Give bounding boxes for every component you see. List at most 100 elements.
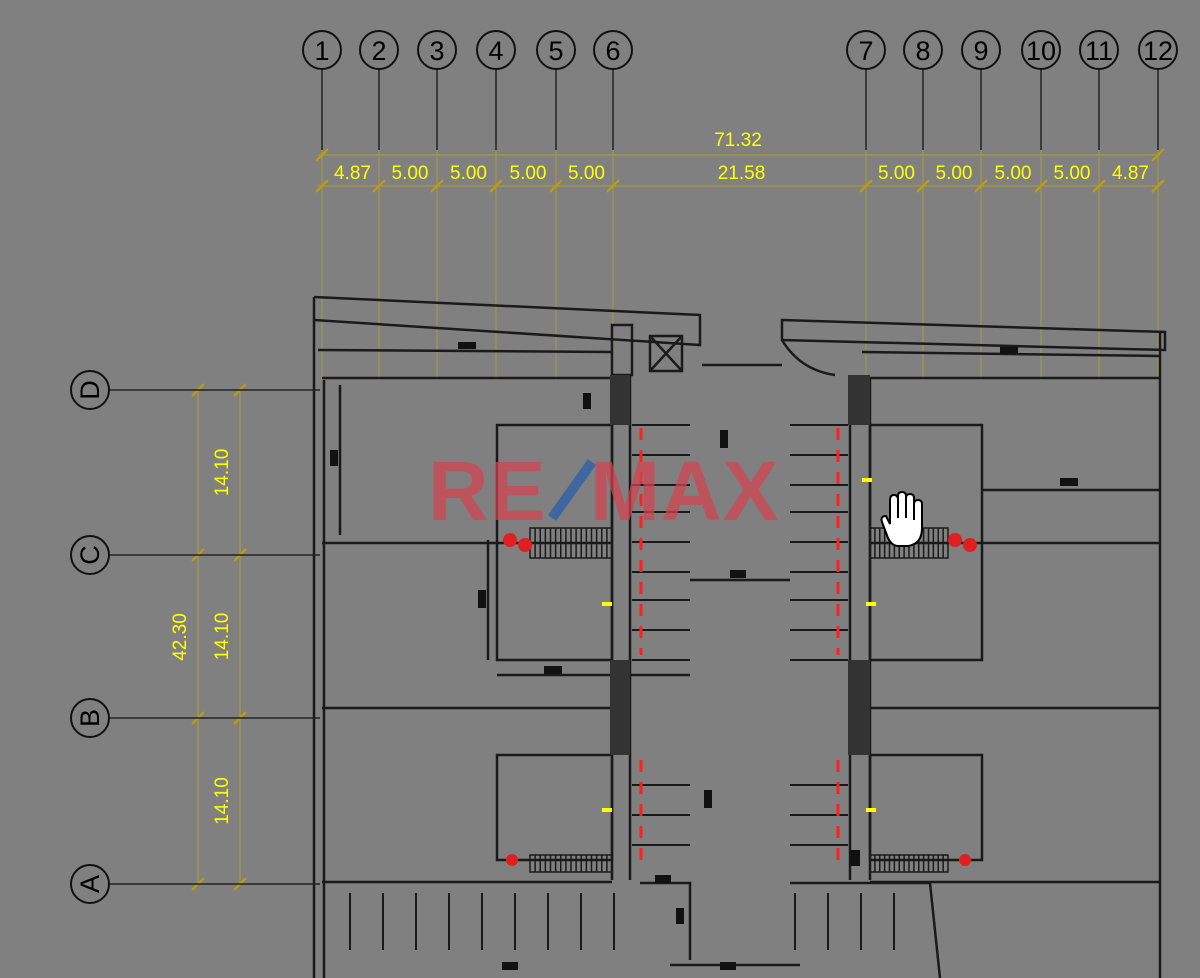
stair-right-lower xyxy=(869,854,949,873)
column-axis-bubble-9: 9 xyxy=(961,30,1001,70)
row-axis-label: D xyxy=(75,380,105,400)
parking-markers-red xyxy=(639,428,840,868)
stair-left-upper xyxy=(529,527,613,559)
column-axis-label: 3 xyxy=(429,36,444,66)
tag xyxy=(1000,347,1018,354)
side-span-dimension: 14.10 xyxy=(212,449,233,497)
column-axis-label: 6 xyxy=(605,36,620,66)
dim-tick xyxy=(1151,148,1165,162)
roof-left xyxy=(313,295,702,347)
column-axis-label: 8 xyxy=(915,36,930,66)
top-span-dimension: 5.00 xyxy=(878,163,915,184)
hatch-right-mid xyxy=(848,660,870,755)
top-span-dimension: 5.00 xyxy=(936,163,973,184)
hatch-left-mid xyxy=(610,660,630,755)
tag xyxy=(544,666,562,674)
column-axis-label: 9 xyxy=(973,36,988,66)
equipment-tags xyxy=(330,342,1078,970)
tag xyxy=(502,962,518,970)
column-grid-lines xyxy=(321,70,1159,150)
yellow-marker xyxy=(866,808,876,812)
column-axis-bubble-10: 10 xyxy=(1021,30,1061,70)
column-axis-label: 10 xyxy=(1026,36,1056,66)
row-axis-bubble-A: A xyxy=(70,864,110,904)
row-axis-label: C xyxy=(75,545,105,565)
fire-equipment-symbols xyxy=(503,478,977,866)
tag xyxy=(704,790,712,808)
row-axis-bubble-B: B xyxy=(70,698,110,738)
dim-tick xyxy=(859,179,873,193)
side-total-dimension: 42.30 xyxy=(170,613,191,661)
dim-tick xyxy=(489,179,503,193)
dim-tick xyxy=(372,179,386,193)
tag xyxy=(458,342,476,349)
dimension-lines xyxy=(197,154,1160,885)
column-axis-bubble-7: 7 xyxy=(846,30,886,70)
side-span-dimension: 14.10 xyxy=(212,777,233,825)
fire-symbol xyxy=(506,854,518,866)
dim-tick xyxy=(315,148,329,162)
column-axis-bubble-5: 5 xyxy=(536,30,576,70)
tag xyxy=(730,570,746,578)
column-axis-label: 5 xyxy=(548,36,563,66)
column-axis-label: 7 xyxy=(858,36,873,66)
watermark-slash xyxy=(547,459,597,521)
tag xyxy=(330,450,338,466)
column-axis-bubble-4: 4 xyxy=(476,30,516,70)
top-span-dimension: 5.00 xyxy=(568,163,605,184)
room-right-lower xyxy=(868,753,984,862)
dim-tick xyxy=(1092,179,1106,193)
hatch-right-top xyxy=(848,375,870,425)
tag xyxy=(478,590,486,608)
fire-symbol xyxy=(959,854,971,866)
dim-tick xyxy=(916,179,930,193)
elevator-shaft xyxy=(648,334,684,373)
room-left-lower xyxy=(495,753,614,862)
fire-symbol xyxy=(963,538,977,552)
tag xyxy=(583,393,591,409)
watermark-left: RE xyxy=(428,444,547,538)
top-dimensions: 71.32 4.87 5.00 5.00 5.00 5.00 21.58 5.00 5.00 5.… xyxy=(334,130,1149,184)
tag xyxy=(1060,478,1078,486)
row-axis-bubble-D: D xyxy=(70,370,110,410)
column-axis-label: 12 xyxy=(1143,36,1173,66)
column-axis-bubble-2: 2 xyxy=(359,30,399,70)
column-axis-label: 4 xyxy=(488,36,503,66)
top-span-dimension: 5.00 xyxy=(995,163,1032,184)
column-axis-bubble-6: 6 xyxy=(593,30,633,70)
watermark-right: MAX xyxy=(590,444,780,538)
column-axis-bubble-11: 11 xyxy=(1079,30,1119,70)
top-total-dimension: 71.32 xyxy=(714,130,762,151)
stair-left-lower xyxy=(529,854,613,873)
top-span-dimension: 21.58 xyxy=(718,163,766,184)
row-axis-label: A xyxy=(75,875,105,893)
tag xyxy=(850,850,860,866)
front-line-left xyxy=(317,348,613,354)
dim-tick xyxy=(1151,179,1165,193)
hatch-left-top xyxy=(610,375,630,425)
roof-right xyxy=(780,318,1167,352)
tag xyxy=(720,962,736,970)
dim-tick xyxy=(549,179,563,193)
side-span-dimension: 14.10 xyxy=(212,613,233,661)
yellow-marker xyxy=(602,602,612,606)
fire-symbol xyxy=(503,533,517,547)
hand-cursor-icon xyxy=(880,490,923,547)
corridor-bottom-right xyxy=(790,881,942,978)
dim-tick xyxy=(315,179,329,193)
dim-tick xyxy=(1034,179,1048,193)
side-dimensions: 42.30 14.10 14.10 14.10 xyxy=(170,449,233,825)
top-span-dimension: 4.87 xyxy=(334,163,371,184)
column-axis-bubble-3: 3 xyxy=(417,30,457,70)
column-axis-bubble-1: 1 xyxy=(302,30,342,70)
top-span-dimension: 5.00 xyxy=(1054,163,1091,184)
row-axis-bubbles: D C B A xyxy=(70,370,110,904)
top-span-dimension: 5.00 xyxy=(392,163,429,184)
column-axis-label: 11 xyxy=(1085,36,1113,66)
top-span-dimension: 4.87 xyxy=(1112,163,1149,184)
yellow-marker xyxy=(862,478,872,482)
top-span-dimension: 5.00 xyxy=(450,163,487,184)
door-swing xyxy=(780,339,836,377)
dim-tick xyxy=(974,179,988,193)
